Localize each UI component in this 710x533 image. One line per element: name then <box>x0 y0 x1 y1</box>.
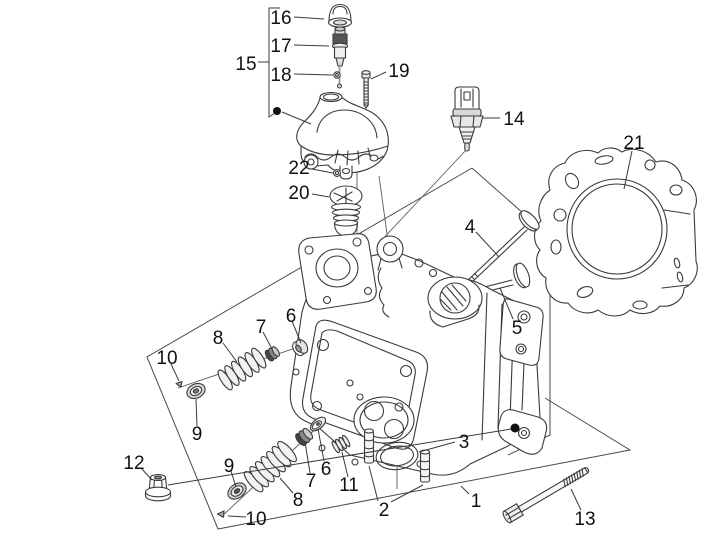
reference-dot-1 <box>273 107 281 115</box>
part-2-stud-a-drawing <box>363 428 375 464</box>
leader-line-16 <box>140 467 153 481</box>
leader-line-4 <box>370 71 387 80</box>
part-label-7-12: 7 <box>256 317 267 338</box>
part-2-stud-b-drawing <box>419 449 431 483</box>
part-22-seal-ring-drawing <box>333 169 341 177</box>
leader-line-29 <box>281 111 312 125</box>
leader-line-10 <box>499 287 514 320</box>
leader-line-22 <box>317 428 325 462</box>
leader-line-1 <box>293 16 325 20</box>
part-label-16-0: 16 <box>270 8 291 29</box>
part-label-14-5: 14 <box>503 109 525 130</box>
leader-line-13 <box>222 342 238 363</box>
bracket-15-layer <box>258 7 280 118</box>
leader-line-26 <box>418 441 456 453</box>
part-7-upper-retainer-drawing <box>264 346 280 362</box>
part-4-valve-drawing <box>465 210 540 285</box>
part-label-6-11: 6 <box>286 306 297 327</box>
part-9-upper-washer-drawing <box>186 382 206 400</box>
reference-dot-2 <box>510 423 520 433</box>
part-label-13-26: 13 <box>574 509 595 530</box>
part-label-5-10: 5 <box>512 318 523 339</box>
leader-line-21 <box>304 441 311 474</box>
part-label-4-9: 4 <box>465 217 476 238</box>
part-14-temperature-sensor-drawing <box>450 86 484 152</box>
leader-line-18 <box>230 470 237 488</box>
part-12-nut-drawing <box>144 473 172 502</box>
part-label-9-17: 9 <box>224 456 235 477</box>
part-8-upper-spring-drawing <box>217 347 267 391</box>
part-9-lower-washer-drawing <box>227 482 247 500</box>
part-label-8-13: 8 <box>213 328 224 349</box>
leader-line-27 <box>460 485 470 495</box>
part-3-oring-drawing <box>375 441 419 471</box>
part-6-lower-disc-drawing <box>309 416 327 432</box>
leader-line-layer <box>140 16 633 518</box>
axis-line-5 <box>378 175 389 242</box>
leader-line-12 <box>262 331 273 350</box>
part-15-thermostat-housing-drawing <box>296 91 389 180</box>
leader-line-3 <box>293 73 334 76</box>
part-label-10-14: 10 <box>156 348 177 369</box>
leader-line-8 <box>311 193 330 198</box>
part-17-drawing <box>331 26 349 89</box>
part-label-22-7: 22 <box>288 158 309 179</box>
part-label-10-18: 10 <box>245 509 266 530</box>
leader-line-15 <box>195 398 198 427</box>
leader-line-24 <box>368 465 379 502</box>
part-8-lower-spring-drawing <box>243 440 297 493</box>
part-label-6-21: 6 <box>321 459 332 480</box>
leader-line-6 <box>623 150 633 190</box>
leader-line-19 <box>227 515 247 518</box>
part-18-washer-drawing <box>333 71 341 79</box>
leader-line-9 <box>475 231 500 258</box>
part-label-12-16: 12 <box>123 453 144 474</box>
assembly-boundary-line-1 <box>146 167 632 530</box>
leader-line-2 <box>293 44 330 47</box>
leader-line-17 <box>167 428 512 486</box>
part-label-18-3: 18 <box>270 65 291 86</box>
axis-line-1 <box>378 148 468 244</box>
part-label-15-2: 15 <box>235 54 256 75</box>
part-label-11-22: 11 <box>339 475 359 496</box>
part-label-20-8: 20 <box>288 183 309 204</box>
part-13-bolt-drawing <box>502 467 590 524</box>
part-10-upper-keeper-drawing <box>175 380 183 388</box>
part-19-bolt-drawing <box>361 70 371 109</box>
leader-line-28 <box>570 488 582 511</box>
part-label-8-19: 8 <box>293 490 304 511</box>
part-6-upper-seal-drawing <box>292 339 309 357</box>
part-label-2-23: 2 <box>379 500 390 521</box>
reference-dot-layer <box>273 107 520 433</box>
part-label-21-6: 21 <box>623 133 644 154</box>
part-21-head-gasket-drawing <box>533 147 698 317</box>
leader-line-14 <box>170 363 180 382</box>
part-label-9-15: 9 <box>192 424 203 445</box>
part-label-19-4: 19 <box>388 61 409 82</box>
leader-line-20 <box>279 477 294 494</box>
part-label-1-25: 1 <box>471 491 482 512</box>
part-label-7-20: 7 <box>306 471 317 492</box>
part-10-lower-keeper-drawing <box>216 510 225 518</box>
leader-line-11 <box>291 320 302 344</box>
cylinder-head-drawing <box>289 233 548 476</box>
leader-line-23 <box>341 451 349 478</box>
leader-line-25 <box>390 484 424 503</box>
part-11-spring-drawing <box>331 434 351 454</box>
part-label-17-1: 17 <box>270 36 291 57</box>
leader-line-7 <box>311 168 334 174</box>
part-label-3-24: 3 <box>459 432 470 453</box>
